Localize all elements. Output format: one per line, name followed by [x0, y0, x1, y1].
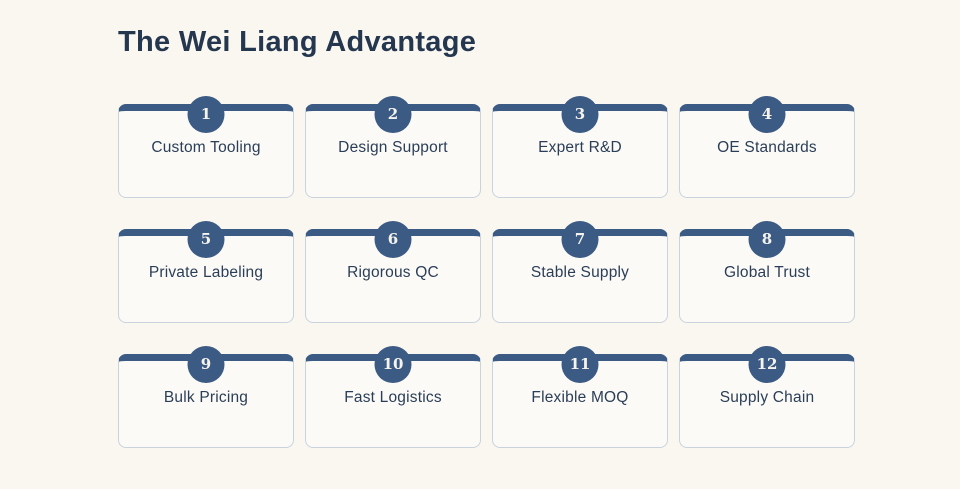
card-number-badge: 4	[748, 96, 786, 133]
card-label: Custom Tooling	[151, 139, 261, 156]
card-label: OE Standards	[717, 139, 817, 156]
advantage-card: 6 Rigorous QC	[305, 221, 481, 323]
page-title: The Wei Liang Advantage	[118, 26, 477, 58]
card-number-badge: 2	[374, 96, 412, 133]
advantage-card-grid: 1 Custom Tooling 2 Design Support 3 Expe…	[118, 96, 855, 448]
card-number-badge: 10	[374, 346, 412, 383]
advantage-card: 10 Fast Logistics	[305, 346, 481, 448]
card-label: Flexible MOQ	[531, 389, 629, 406]
card-label: Global Trust	[724, 264, 810, 281]
card-label: Supply Chain	[719, 389, 815, 406]
advantage-card: 3 Expert R&D	[492, 96, 668, 198]
card-label: Design Support	[338, 139, 448, 156]
advantage-card: 2 Design Support	[305, 96, 481, 198]
card-number-badge: 5	[187, 221, 225, 258]
advantage-card: 5 Private Labeling	[118, 221, 294, 323]
card-number-badge: 1	[187, 96, 225, 133]
card-number-badge: 6	[374, 221, 412, 258]
card-number-badge: 9	[187, 346, 225, 383]
advantage-card: 4 OE Standards	[679, 96, 855, 198]
advantage-card: 11 Flexible MOQ	[492, 346, 668, 448]
advantage-card: 9 Bulk Pricing	[118, 346, 294, 448]
card-label: Rigorous QC	[347, 264, 439, 281]
card-label: Stable Supply	[530, 264, 630, 281]
card-number-badge: 8	[748, 221, 786, 258]
card-number-badge: 11	[561, 346, 599, 383]
advantage-card: 12 Supply Chain	[679, 346, 855, 448]
advantage-card: 8 Global Trust	[679, 221, 855, 323]
card-label: Fast Logistics	[344, 389, 442, 406]
card-label: Expert R&D	[538, 139, 622, 156]
card-label: Bulk Pricing	[163, 389, 249, 406]
card-label: Private Labeling	[148, 264, 264, 281]
card-number-badge: 7	[561, 221, 599, 258]
advantage-card: 1 Custom Tooling	[118, 96, 294, 198]
card-number-badge: 12	[748, 346, 786, 383]
advantage-card: 7 Stable Supply	[492, 221, 668, 323]
card-number-badge: 3	[561, 96, 599, 133]
